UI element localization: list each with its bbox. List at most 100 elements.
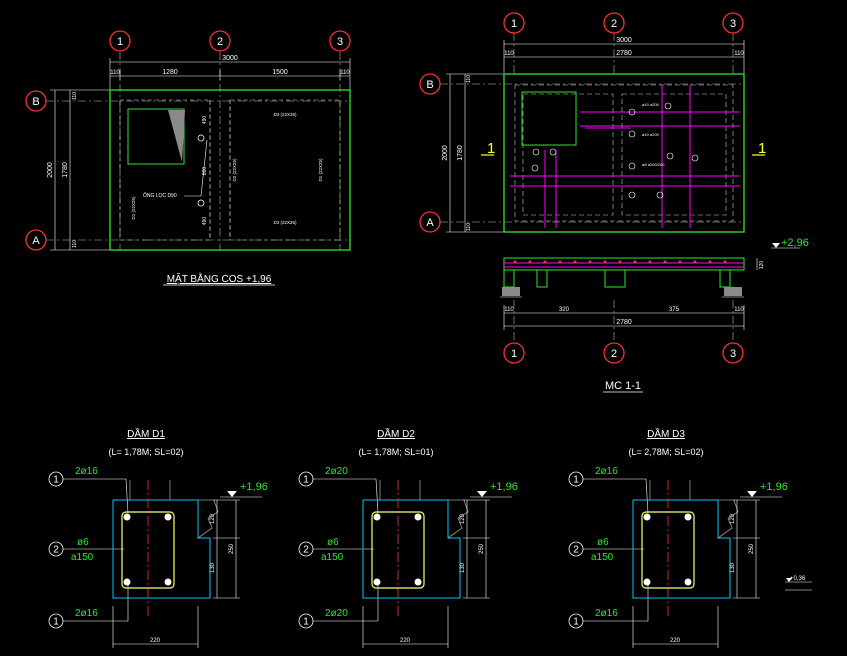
plan-view: 1 2 3 B A 3000 110 1280 1500 110 [25, 30, 351, 286]
beam-stirrup [121, 511, 175, 589]
section-axis-3-bot: 3 [730, 348, 736, 360]
plan-dim-110-bot: 110 [72, 240, 78, 248]
beam-leader-top-drop [125, 478, 129, 514]
plan-left-cell [119, 99, 211, 241]
plan-dim-total: 3000 [222, 55, 238, 62]
section-axis-3-top: 3 [730, 18, 736, 30]
beam-detail-3: DẦM D3(L= 2,78M; SL=02)1212ø16ø6a1502ø16… [568, 427, 788, 648]
section-dim-1780: 1780 [457, 145, 464, 161]
plan-dim-110-top: 110 [72, 92, 78, 100]
beam-bar-bot-label: 2ø16 [595, 608, 618, 619]
beam-dim-250: 250 [229, 543, 235, 554]
beam-dim-120: 120 [210, 513, 216, 524]
plan-dim-mid-490-bot: 490 [202, 217, 208, 226]
beam-title: DẦM D3 [647, 427, 685, 440]
plan-dim-2000: 2000 [47, 162, 54, 178]
section-axis-1-bot: 1 [511, 348, 517, 360]
beam-marker-1: 1 [573, 475, 579, 486]
plan-dim-110-right: 110 [340, 70, 350, 76]
beam-bar-dot [123, 578, 131, 586]
beam-dim-120: 120 [730, 513, 736, 524]
plan-beam-label-d1-left: D1 (22X25) [131, 196, 136, 220]
section-axis-2-bot: 2 [611, 348, 617, 360]
beam-bar-top-label: 2ø16 [75, 466, 98, 477]
section-dims-bottom: 110 320 375 110 2780 [503, 305, 744, 330]
plan-dimensions-top: 3000 110 1280 1500 110 [109, 55, 350, 92]
section-dim-2000: 2000 [442, 145, 449, 161]
beam-bar-top-label: 2ø20 [325, 466, 348, 477]
beam-subtitle: (L= 1,78M; SL=02) [108, 447, 183, 457]
slab-inner-outline [514, 84, 734, 222]
plan-right-cell [229, 99, 341, 241]
beam-title: DẦM D1 [127, 427, 165, 440]
slab-tag-1: ø10 a200 [642, 102, 660, 107]
slab-rebar-tags [531, 102, 699, 199]
beam-subtitle: (L= 1,78M; SL=01) [358, 447, 433, 457]
plan-beam-label-d1-right: D1 (22X25) [318, 158, 323, 182]
beam-bar-dot [373, 578, 381, 586]
plan-outer-wall [109, 89, 351, 251]
section-elevation: +2,96 120 [500, 237, 809, 298]
plan-pipe-marker-2 [197, 199, 205, 207]
section-dims-left: 2000 1780 110 110 [442, 73, 504, 233]
section-axis-B: B [426, 79, 433, 91]
section-dim-110-bot: 110 [466, 223, 472, 231]
slab-rebar-grid [510, 84, 740, 228]
plan-beam-label-d3-bot: D3 (22X25) [273, 220, 297, 225]
beam-dim-120: 120 [460, 513, 466, 524]
beam-marker-2: 2 [53, 545, 59, 556]
plan-pipe-label: ỐNG LỌC D90 [143, 192, 177, 199]
beam-bar-dot [414, 513, 422, 521]
section-dim-bot-375: 375 [669, 307, 680, 313]
plan-beam-label-d2: D2 (22X25) [232, 158, 237, 182]
beam-marker-1: 1 [303, 475, 309, 486]
section-axis-A: A [426, 217, 434, 229]
beam-bar-dot [164, 513, 172, 521]
beam-bar-bot-label: 2ø16 [75, 608, 98, 619]
beam-dim-250: 250 [749, 543, 755, 554]
beam-bar-dot [643, 578, 651, 586]
beam-dim-130: 130 [730, 562, 736, 573]
plan-axis-3: 3 [337, 36, 343, 48]
beam-spacing-label: a150 [591, 552, 614, 563]
plan-dim-1500: 1500 [272, 69, 288, 76]
section-dim-110-top: 110 [466, 75, 472, 83]
beam-level-text: +1,96 [240, 481, 268, 493]
section-cut-right: 1 [758, 140, 766, 157]
beam-bar-dot [414, 578, 422, 586]
beam-details: DẦM D1(L= 1,78M; SL=02)1212ø16ø6a1502ø16… [48, 427, 788, 648]
beam-dim-width: 220 [150, 638, 161, 644]
beam-bar-dot [164, 578, 172, 586]
beam-stirrup [641, 511, 695, 589]
beam-detail-1: DẦM D1(L= 1,78M; SL=02)1212ø16ø6a1502ø16… [48, 427, 268, 648]
beam-bar-dot [684, 513, 692, 521]
section-dim-2780: 2780 [616, 50, 632, 57]
beam-bar-bot-label: 2ø20 [325, 608, 348, 619]
plan-axis-B: B [32, 96, 39, 108]
beam-level-triangle [227, 491, 237, 497]
beam-marker-3: 1 [573, 617, 579, 628]
section-slab-thk: 120 [759, 261, 765, 270]
plan-dim-1780: 1780 [62, 162, 69, 178]
section-dim-bot-110-right: 110 [734, 307, 744, 313]
plan-axis-2: 2 [217, 36, 223, 48]
section-axis-2-top: 2 [611, 18, 617, 30]
beam-marker-2: 2 [303, 545, 309, 556]
beam-spacing-label: a150 [71, 552, 94, 563]
plan-dim-mid-800: 800 [202, 167, 208, 176]
beam-leader-top-drop [375, 478, 379, 514]
plan-dim-110-left: 110 [110, 70, 120, 76]
plan-opening [127, 108, 185, 165]
beam-dim-width: 220 [400, 638, 411, 644]
beam-bar-top-label: 2ø16 [595, 466, 618, 477]
plan-beam-label-d3-top: D3 (22X25) [273, 112, 297, 117]
beam-spacing-label: a150 [321, 552, 344, 563]
slab-outline [503, 73, 745, 233]
beam-leader-top-drop [645, 478, 649, 514]
slab-tag-2: ø10 a200 [642, 132, 660, 137]
section-dim-110-right: 110 [734, 51, 744, 57]
section-dim-bot-320: 320 [559, 307, 570, 313]
beam-break-line [197, 499, 219, 539]
beam-dim-width: 220 [670, 638, 681, 644]
